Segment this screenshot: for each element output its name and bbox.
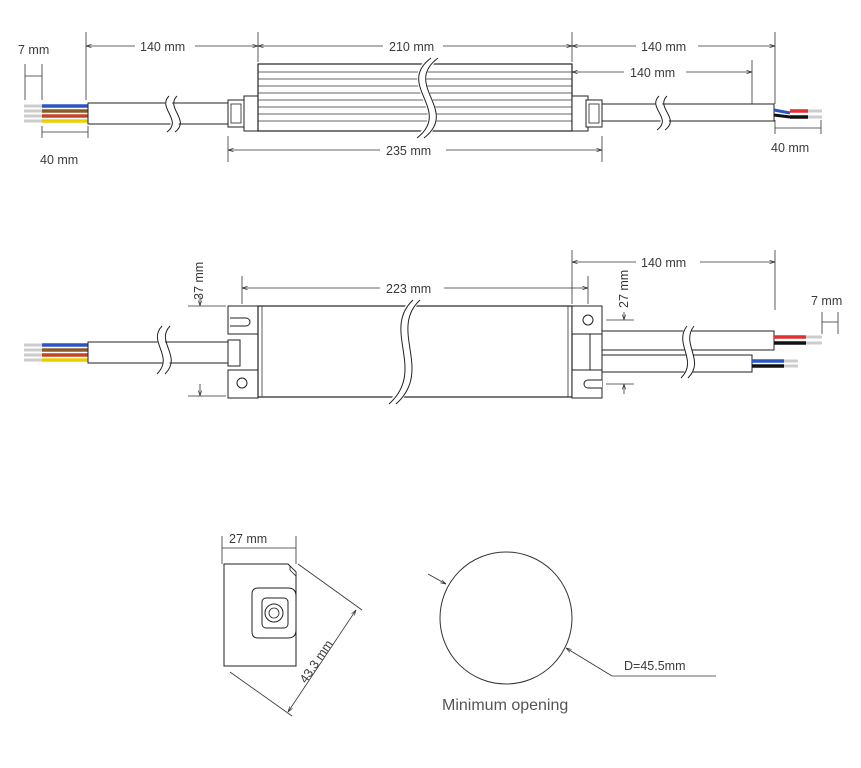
- dim-top-body: 210 mm: [389, 40, 434, 54]
- dim-side-height: 37 mm: [192, 262, 206, 300]
- driver-body-side: [257, 305, 573, 398]
- dim-end-diagonal: 43.3 mm: [297, 638, 336, 686]
- dim-side-body: 223 mm: [386, 282, 431, 296]
- dim-top-cable-left: 140 mm: [140, 40, 185, 54]
- end-view: 27 mm 43.3 mm: [221, 532, 363, 717]
- side-left-wire-leads: [24, 343, 88, 362]
- dim-side-cable-right: 140 mm: [641, 256, 686, 270]
- left-cable: [87, 102, 231, 125]
- dim-side-mount: 27 mm: [617, 270, 631, 308]
- dim-top-strip-left: 7 mm: [18, 43, 49, 57]
- right-wire-leads: [773, 108, 822, 119]
- driver-body-top: [257, 63, 573, 132]
- top-view: 7 mm 140 mm 210 mm 140 mm 140 mm 40 mm 2…: [18, 32, 822, 167]
- dim-top-strip-right-bottom: 40 mm: [771, 141, 809, 155]
- dim-top-cable-right-inner: 140 mm: [630, 66, 675, 80]
- dim-top-strip-left-bottom: 40 mm: [40, 153, 78, 167]
- dim-top-overall: 235 mm: [386, 144, 431, 158]
- dim-end-width: 27 mm: [229, 532, 267, 546]
- heatsink-fins: [258, 71, 572, 122]
- side-right-cable-lower: [601, 354, 753, 373]
- side-view: 37 mm 223 mm 140 mm 27 mm 7 mm: [24, 250, 842, 408]
- dim-top-cable-right: 140 mm: [641, 40, 686, 54]
- side-right-wire-leads: [752, 335, 822, 368]
- opening-caption: Minimum opening: [442, 697, 568, 714]
- dim-opening-diameter: D=45.5mm: [624, 659, 685, 673]
- opening-circle: [439, 551, 573, 685]
- left-wire-leads: [24, 104, 88, 123]
- minimum-opening: D=45.5mm Minimum opening: [427, 551, 716, 714]
- right-cable: [601, 103, 775, 122]
- dim-side-strip-right: 7 mm: [811, 294, 842, 308]
